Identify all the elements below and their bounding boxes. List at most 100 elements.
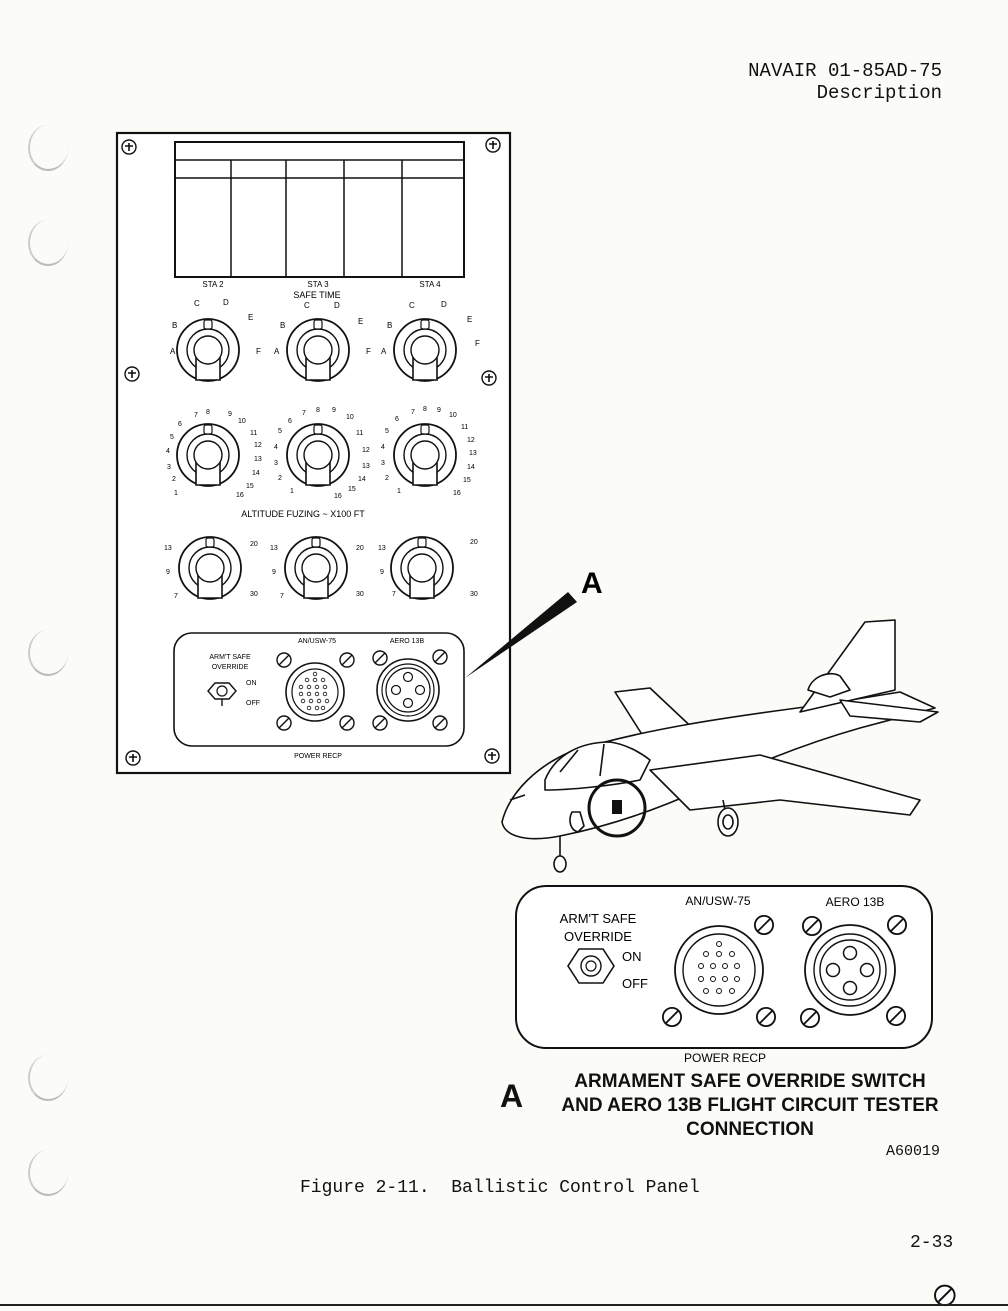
range-knob[interactable]: 7 9 13 20 30 (164, 536, 258, 600)
figure-caption: Figure 2-11. Ballistic Control Panel (300, 1178, 700, 1198)
svg-text:12: 12 (254, 442, 262, 449)
svg-text:1: 1 (397, 488, 401, 495)
svg-text:9: 9 (332, 407, 336, 414)
svg-text:16: 16 (453, 490, 461, 497)
station-label: STA 2 (202, 280, 224, 289)
svg-text:10: 10 (238, 418, 246, 425)
panel-screw (124, 366, 140, 382)
svg-text:30: 30 (250, 591, 258, 598)
svg-text:6: 6 (178, 421, 182, 428)
svg-text:8: 8 (206, 409, 210, 416)
svg-text:13: 13 (378, 545, 386, 552)
detail-title-line: CONNECTION (686, 1119, 814, 1140)
svg-text:10: 10 (449, 412, 457, 419)
page-bottom-rule (0, 1304, 1008, 1306)
svg-text:7: 7 (194, 412, 198, 419)
svg-text:E: E (358, 317, 363, 326)
svg-text:20: 20 (470, 539, 478, 546)
svg-text:A: A (170, 347, 176, 356)
svg-text:D: D (334, 301, 340, 310)
binder-hole (28, 125, 68, 171)
svg-text:15: 15 (246, 483, 254, 490)
svg-text:6: 6 (395, 416, 399, 423)
altitude-fuzing-knob[interactable]: 1 2 3 4 5 6 7 8 9 10 11 12 13 14 15 16 (381, 406, 477, 497)
svg-text:7: 7 (174, 593, 178, 600)
svg-text:12: 12 (362, 447, 370, 454)
svg-text:7: 7 (411, 409, 415, 416)
svg-text:14: 14 (358, 476, 366, 483)
safe-time-label: SAFE TIME (293, 290, 340, 300)
svg-text:1: 1 (174, 490, 178, 497)
svg-text:5: 5 (385, 428, 389, 435)
svg-text:4: 4 (274, 444, 278, 451)
detail-title: ARMAMENT SAFE OVERRIDE SWITCH AND AERO 1… (540, 1070, 960, 1142)
svg-text:D: D (441, 300, 447, 309)
svg-text:13: 13 (469, 450, 477, 457)
svg-text:3: 3 (167, 464, 171, 471)
svg-text:OFF: OFF (622, 976, 648, 991)
connector-box: ARM'T SAFE OVERRIDE ON OFF AN/USW-75 AER… (173, 632, 465, 760)
svg-text:F: F (256, 347, 261, 356)
svg-text:9: 9 (272, 569, 276, 576)
svg-text:E: E (467, 315, 472, 324)
svg-text:E: E (248, 313, 253, 322)
svg-text:10: 10 (346, 414, 354, 421)
svg-text:30: 30 (470, 591, 478, 598)
arm-safe-override-switch[interactable] (207, 682, 237, 706)
detail-arm-safe-switch[interactable] (567, 948, 615, 984)
indicator-window (174, 141, 465, 278)
svg-text:9: 9 (228, 411, 232, 418)
svg-text:7: 7 (302, 410, 306, 417)
binder-hole (28, 1055, 68, 1101)
svg-text:9: 9 (166, 569, 170, 576)
svg-text:F: F (366, 347, 371, 356)
svg-text:POWER RECP: POWER RECP (684, 1051, 766, 1065)
svg-text:9: 9 (437, 407, 441, 414)
svg-text:ON: ON (246, 680, 257, 687)
safe-time-knob[interactable]: A B C D E F (381, 300, 480, 382)
svg-text:4: 4 (166, 448, 170, 455)
svg-text:AERO 13B: AERO 13B (826, 895, 885, 909)
safe-time-knob[interactable]: A B C D E F (274, 301, 371, 382)
svg-text:16: 16 (334, 493, 342, 500)
section-name: Description (816, 82, 942, 104)
detail-title-line: ARMAMENT SAFE OVERRIDE SWITCH (574, 1071, 926, 1092)
svg-text:POWER RECP: POWER RECP (294, 753, 342, 760)
svg-text:ON: ON (622, 949, 642, 964)
svg-text:ARM'T SAFE: ARM'T SAFE (560, 911, 637, 926)
altitude-fuzing-knob[interactable]: 1 2 3 4 5 6 7 8 9 10 11 12 13 14 15 16 (274, 407, 370, 500)
an-usw-75-receptacle[interactable] (285, 662, 345, 722)
detail-an-usw-75-receptacle[interactable] (674, 925, 764, 1015)
svg-text:9: 9 (380, 569, 384, 576)
document-header: NAVAIR 01-85AD-75 Description (748, 60, 942, 104)
detail-view-a: ARM'T SAFE OVERRIDE ON OFF AN/USW-75 AER… (515, 885, 956, 1307)
svg-text:1: 1 (290, 488, 294, 495)
svg-text:20: 20 (356, 545, 364, 552)
svg-text:5: 5 (170, 434, 174, 441)
station-label: STA 4 (419, 280, 441, 289)
svg-text:C: C (409, 301, 415, 310)
aircraft-illustration (501, 619, 939, 873)
range-knob[interactable]: 7 9 13 20 30 (270, 536, 364, 600)
altitude-fuzing-label: ALTITUDE FUZING ~ X100 FT (241, 509, 365, 519)
altitude-fuzing-knob[interactable]: 1 2 3 4 5 6 7 8 9 10 11 12 13 14 15 16 (166, 409, 262, 499)
svg-text:3: 3 (381, 460, 385, 467)
range-knob[interactable]: 7 9 13 20 30 (378, 536, 478, 600)
svg-text:AN/USW-75: AN/USW-75 (685, 894, 750, 908)
control-panel: STA 2 STA 3 STA 4 SAFE TIME A B C D E F … (115, 131, 512, 775)
svg-text:16: 16 (236, 492, 244, 499)
binder-hole (28, 1150, 68, 1196)
svg-text:7: 7 (392, 591, 396, 598)
svg-text:15: 15 (463, 477, 471, 484)
aero-13b-receptacle[interactable] (376, 658, 440, 722)
svg-text:AERO 13B: AERO 13B (390, 638, 425, 645)
svg-text:11: 11 (461, 424, 468, 431)
detail-aero-13b-receptacle[interactable] (804, 924, 896, 1016)
svg-text:3: 3 (274, 460, 278, 467)
svg-text:ARM'T SAFE: ARM'T SAFE (209, 654, 251, 661)
svg-text:A: A (274, 347, 280, 356)
safe-time-knob[interactable]: A B C D E F (170, 298, 261, 382)
svg-text:OFF: OFF (246, 700, 260, 707)
svg-text:12: 12 (467, 437, 475, 444)
svg-text:13: 13 (362, 463, 370, 470)
